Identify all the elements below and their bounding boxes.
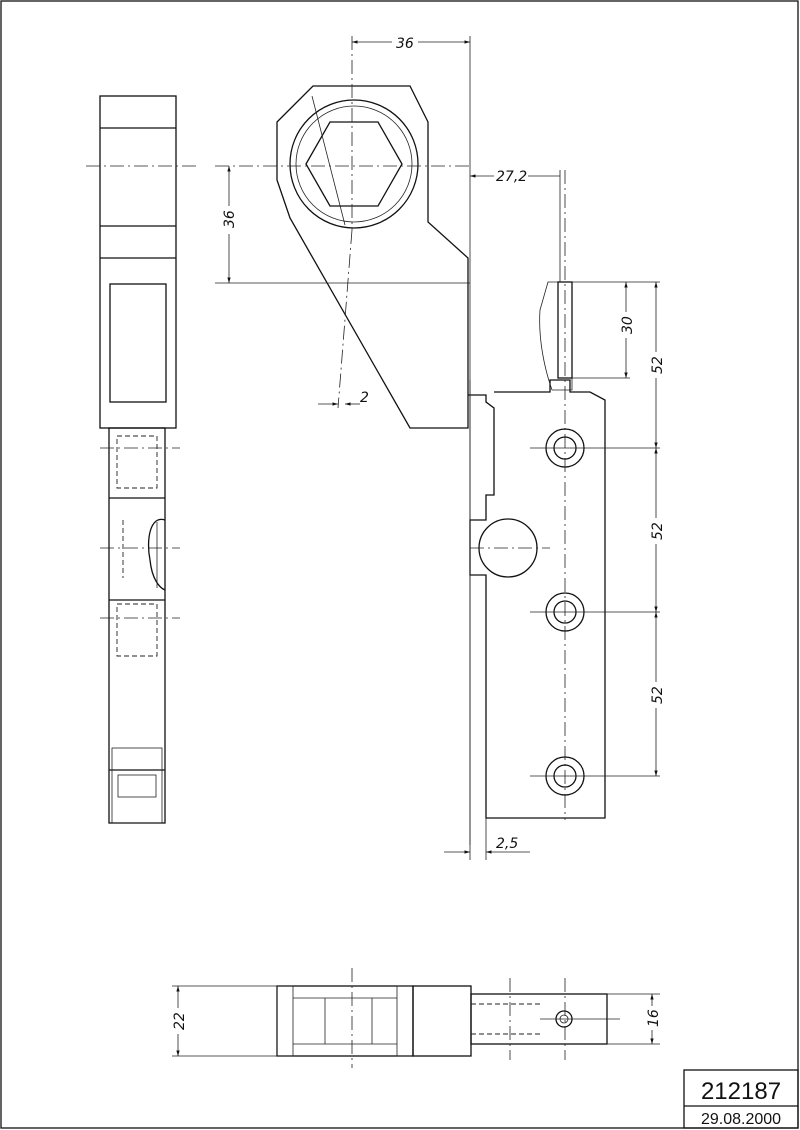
drawing-date: 29.08.2000: [701, 1111, 781, 1128]
dim-spacing-1: 52: [650, 356, 666, 374]
dimensions: 36 27,2 36 30 52 52 52 2 2,5: [220, 34, 666, 854]
dim-bottom-pin: 16: [646, 1009, 662, 1027]
side-view: [86, 95, 200, 824]
title-block: 212187 29.08.2000: [683, 1069, 799, 1129]
drawing-number: 212187: [701, 1078, 781, 1105]
dim-offset-25: 2,5: [496, 836, 518, 852]
dim-spacing-2: 52: [650, 522, 666, 540]
dim-offset-272: 27,2: [496, 169, 527, 185]
dim-left-height: 36: [222, 210, 238, 228]
bottom-view: 22 16: [170, 968, 662, 1068]
dim-bottom-height: 22: [172, 1012, 188, 1030]
dim-top-width: 36: [396, 36, 414, 52]
dim-pin-length: 30: [620, 316, 636, 334]
dim-offset-2: 2: [360, 390, 369, 406]
front-view: [215, 36, 660, 860]
dim-spacing-3: 52: [650, 686, 666, 704]
